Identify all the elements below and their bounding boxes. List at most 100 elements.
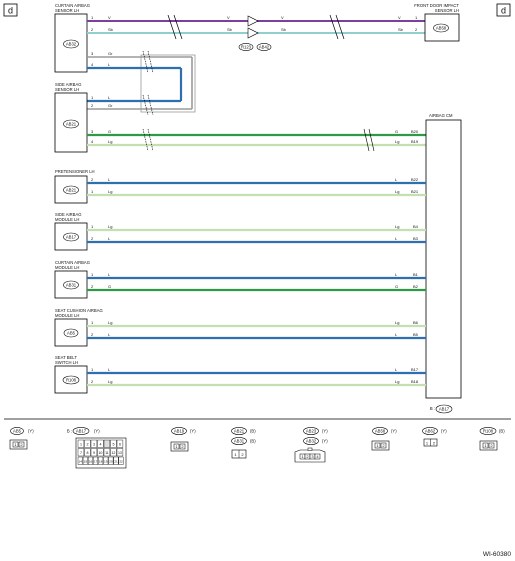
ab17-pin-label: 17 [94, 460, 98, 464]
sb1-term: B17 [411, 367, 419, 372]
ab17-pin-cell [118, 456, 124, 465]
twist-mark-left [167, 14, 183, 40]
p2-color-left: L [108, 177, 111, 182]
inline-code-right: AB42 [259, 45, 270, 50]
legend-r108-pin1: 1 [484, 443, 487, 448]
seat-cushion-label-1: SEAT CUSHION AIRBAG [55, 308, 103, 313]
legend-ab32-code: AB32 [306, 439, 317, 444]
legend-ab58-tag: (Y) [391, 429, 397, 434]
ab17-pin-label: 21 [114, 460, 118, 464]
legend-ab21-ab31: AB21 (B) AB31 (B) 1 2 [231, 427, 256, 459]
twist-mark-side-right [363, 128, 375, 152]
sb2-color-right: Lg [395, 379, 399, 384]
side-module-code: AB17 [66, 235, 77, 240]
legend-ab23-pin2: 2 [306, 454, 309, 459]
airbag-cm-box [425, 119, 462, 399]
sb1-color-right: L [395, 367, 398, 372]
airbag-cm-code: AB17 [439, 407, 450, 412]
airbag-cm-code-oval [435, 404, 453, 414]
door-sensor-code-oval [433, 23, 449, 33]
w2-color-mid-right: Sb [281, 27, 287, 32]
seat-belt-label-2: SWITCH LH [55, 360, 78, 365]
sm2-term: B3 [413, 236, 419, 241]
legend-ab62-pin2: 2 [433, 441, 436, 446]
legend-ab58-pin2: 2 [382, 443, 385, 448]
door-sensor-code: AB58 [436, 26, 447, 31]
curtain-sensor-label-1: CURTAIN AIRBAG [55, 3, 90, 8]
sm2-color-left: L [108, 236, 111, 241]
sm2-color-right: L [395, 236, 398, 241]
ab17-pin-label: 3 [93, 443, 95, 447]
legend-ab5: AB5 (Y) 1 2 [9, 427, 34, 450]
sb1-color-left: L [108, 367, 111, 372]
sb1-pin: 1 [91, 367, 94, 372]
ss4-color-left: Lg [108, 139, 112, 144]
twist-mark-side-left [142, 128, 154, 152]
w4-pin: 4 [91, 62, 94, 67]
seat-belt-code: R108 [66, 378, 77, 383]
twist-mark-lower-loop [142, 94, 154, 116]
legend-ab5-pin1: 1 [14, 442, 17, 447]
ss3-term: B20 [411, 129, 419, 134]
cm1-color-left: L [108, 272, 111, 277]
ab17-pin-label: 19 [104, 460, 108, 464]
cm2-color-right: G [395, 284, 398, 289]
sc1-pin: 1 [91, 320, 94, 325]
p1-color-right: Lg [395, 189, 399, 194]
ab17-pin-cell [110, 439, 117, 448]
sc2-pin: 2 [91, 332, 94, 337]
legend-r108-code: R108 [483, 429, 494, 434]
curtain-module-code: AB31 [66, 283, 77, 288]
cm1-pin: 1 [91, 272, 94, 277]
inline-connector-sb-tri [247, 27, 259, 39]
p1-pin: 1 [91, 189, 94, 194]
ab17-pin-label: 5 [112, 443, 114, 447]
sm1-term: B4 [413, 224, 419, 229]
legend-ab58: AB58 (Y) 1 2 [371, 427, 397, 451]
ab17-pin-label: 14 [79, 460, 83, 464]
curtain-sensor-code-oval [63, 39, 79, 49]
seat-belt-code-oval [62, 375, 80, 385]
legend-ab17-tag: (Y) [94, 429, 100, 434]
ab17-pin-label: 12 [111, 451, 115, 455]
ab17-pin-cell [110, 448, 117, 457]
ss3-color-left: G [108, 129, 111, 134]
ss1-pin: 1 [91, 95, 94, 100]
ss4-color-right: Lg [395, 139, 399, 144]
curtain-module-label-2: MODULE LH [55, 265, 79, 270]
ab17-pin-label: 2 [86, 443, 88, 447]
legend-ab19-tag: (Y) [190, 429, 196, 434]
cm1-color-right: L [395, 272, 398, 277]
w1-pin-left: 1 [91, 15, 94, 20]
cm2-color-left: G [108, 284, 111, 289]
curtain-module-code-oval [63, 280, 79, 290]
seat-cushion-code-oval [63, 328, 79, 338]
ab17-pin-label: 16 [89, 460, 93, 464]
ab17-pin-cell [116, 448, 124, 457]
ab17-pin-label: 11 [105, 451, 109, 455]
sb2-color-left: Lg [108, 379, 112, 384]
legend-ab21-pin2: 2 [241, 452, 244, 457]
ab17-pin-cell [93, 456, 99, 465]
twist-mark-right [329, 14, 345, 40]
ab17-pin-cell [98, 456, 104, 465]
curtain-sensor-code: AB32 [66, 42, 77, 47]
w3-pin: 3 [91, 51, 94, 56]
ab17-pin-label: 15 [84, 460, 88, 464]
ab17-pin-cell [103, 448, 111, 457]
ab17-pin-cell [113, 456, 119, 465]
legend-ab19-pin1: 1 [175, 444, 178, 449]
w3-color: Gr [108, 51, 113, 56]
inline-connector-v-tri [247, 15, 259, 27]
inline-code-oval-left [238, 43, 254, 51]
legend-ab21-pin1: 1 [234, 452, 237, 457]
w1-color-right: V [398, 15, 401, 20]
cm2-term: B2 [413, 284, 419, 289]
legend-ab17-code: AB17 [76, 429, 87, 434]
airbag-cm-prefix: B : [430, 406, 435, 411]
ab17-pin-cell [87, 456, 93, 465]
sc2-term: B5 [413, 332, 419, 337]
inline-code-oval-right [256, 43, 272, 51]
sc1-color-left: Lg [108, 320, 112, 325]
